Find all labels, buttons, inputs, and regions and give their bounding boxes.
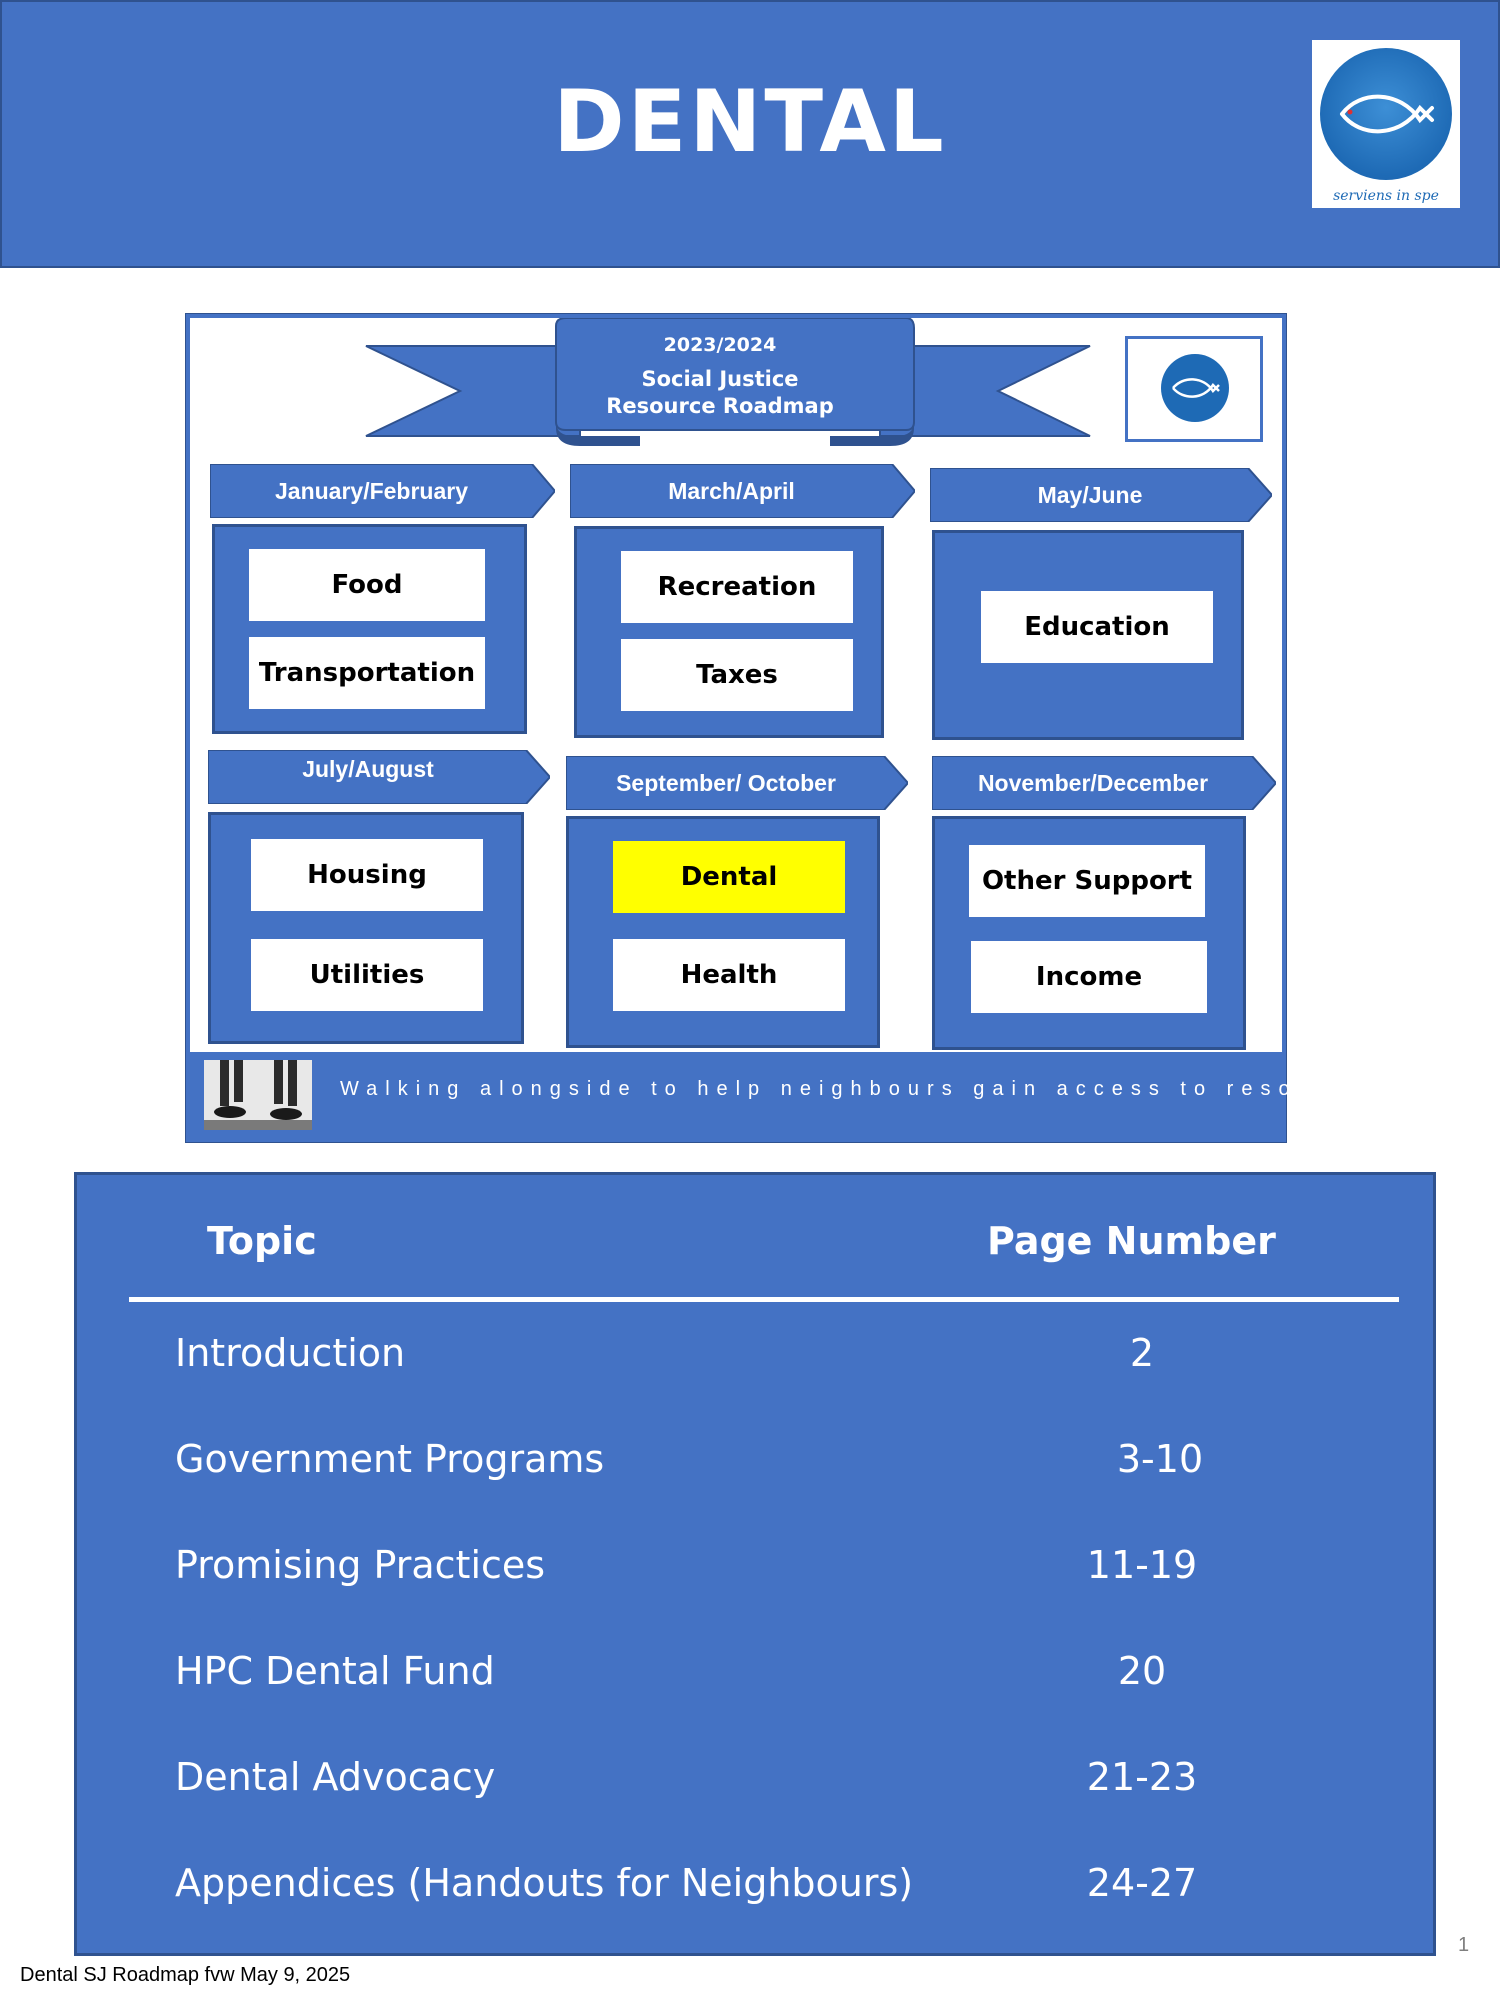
period-tab-nov-dec: November/December (932, 756, 1276, 810)
toc-row: Introduction 2 (77, 1331, 1433, 1391)
toc-topic: Government Programs (175, 1437, 605, 1481)
fish-icon (1340, 94, 1434, 134)
document-footer-note: Dental SJ Roadmap fvw May 9, 2025 (20, 1964, 351, 1986)
roadmap-logo (1125, 336, 1263, 442)
mini-logo-circle (1161, 354, 1229, 422)
toc-topic: Appendices (Handouts for Neighbours) (175, 1861, 914, 1905)
toc-divider (129, 1297, 1399, 1302)
period-label: March/April (668, 477, 795, 504)
period-tab-jul-aug: July/August (208, 750, 550, 804)
roadmap-banner-text: 2023/2024 Social Justice Resource Roadma… (540, 334, 900, 420)
toc-page: 3-10 (1116, 1437, 1204, 1481)
roadmap-year: 2023/2024 (663, 334, 777, 356)
page-number: 1 (1458, 1934, 1470, 1956)
walking-feet-photo (204, 1060, 312, 1130)
toc-page: 24-27 (1086, 1861, 1198, 1905)
logo-circle (1320, 48, 1452, 180)
organization-logo: serviens in spe (1312, 40, 1460, 208)
toc-row: Dental Advocacy 21-23 (77, 1755, 1433, 1815)
toc-page: 21-23 (1086, 1755, 1198, 1799)
period-label: November/December (977, 769, 1209, 796)
roadmap-footer: Walking alongside to help neighbours gai… (190, 1052, 1378, 1138)
topic-other-support: Other Support (969, 845, 1205, 917)
period-label: May/June (1037, 481, 1143, 508)
page-header: DENTAL serviens in spe (0, 0, 1500, 268)
topic-transportation: Transportation (249, 637, 485, 709)
roadmap-banner (365, 318, 1091, 446)
toc-page: 11-19 (1086, 1543, 1198, 1587)
toc-row: Promising Practices 11-19 (77, 1543, 1433, 1603)
period-panel-may-jun: Education (932, 530, 1244, 740)
period-tab-may-jun: May/June (930, 468, 1272, 522)
toc-row: HPC Dental Fund 20 (77, 1649, 1433, 1709)
period-panel-mar-apr: Recreation Taxes (574, 526, 884, 738)
period-label: January/February (274, 477, 469, 504)
period-tab-mar-apr: March/April (570, 464, 915, 518)
toc-header-topic: Topic (207, 1219, 317, 1263)
logo-caption: serviens in spe (1333, 188, 1439, 204)
period-tab-sep-oct: September/ October (566, 756, 908, 810)
roadmap-graphic: 2023/2024 Social Justice Resource Roadma… (186, 314, 1378, 1142)
roadmap-tagline: Walking alongside to help neighbours gai… (340, 1078, 1387, 1100)
period-label: September/ October (616, 769, 836, 796)
toc-page: 20 (1117, 1649, 1167, 1693)
topic-housing: Housing (251, 839, 483, 911)
topic-health: Health (613, 939, 845, 1011)
topic-recreation: Recreation (621, 551, 853, 623)
period-label: July/August (302, 756, 434, 782)
period-panel-jul-aug: Housing Utilities (208, 812, 524, 1044)
roadmap-title-line1: Social Justice (641, 367, 799, 391)
topic-utilities: Utilities (251, 939, 483, 1011)
topic-income: Income (971, 941, 1207, 1013)
topic-taxes: Taxes (621, 639, 853, 711)
toc-page: 2 (1129, 1331, 1155, 1375)
toc-topic: Promising Practices (175, 1543, 546, 1587)
toc-topic: Introduction (175, 1331, 406, 1375)
toc-row: Appendices (Handouts for Neighbours) 24-… (77, 1861, 1433, 1921)
topic-education: Education (981, 591, 1213, 663)
topic-food: Food (249, 549, 485, 621)
period-panel-nov-dec: Other Support Income (932, 816, 1246, 1050)
period-tab-jan-feb: January/February (210, 464, 555, 518)
topic-dental: Dental (613, 841, 845, 913)
roadmap-title-line2: Resource Roadmap (606, 394, 834, 418)
toc-header-page: Page Number (987, 1219, 1276, 1263)
toc-row: Government Programs 3-10 (77, 1437, 1433, 1497)
toc-topic: Dental Advocacy (175, 1755, 496, 1799)
fish-icon (1172, 378, 1220, 398)
period-panel-sep-oct: Dental Health (566, 816, 880, 1048)
toc-topic: HPC Dental Fund (175, 1649, 495, 1693)
period-panel-jan-feb: Food Transportation (212, 524, 527, 734)
table-of-contents: Topic Page Number Introduction 2 Governm… (74, 1172, 1436, 1956)
page-title: DENTAL (553, 72, 947, 172)
